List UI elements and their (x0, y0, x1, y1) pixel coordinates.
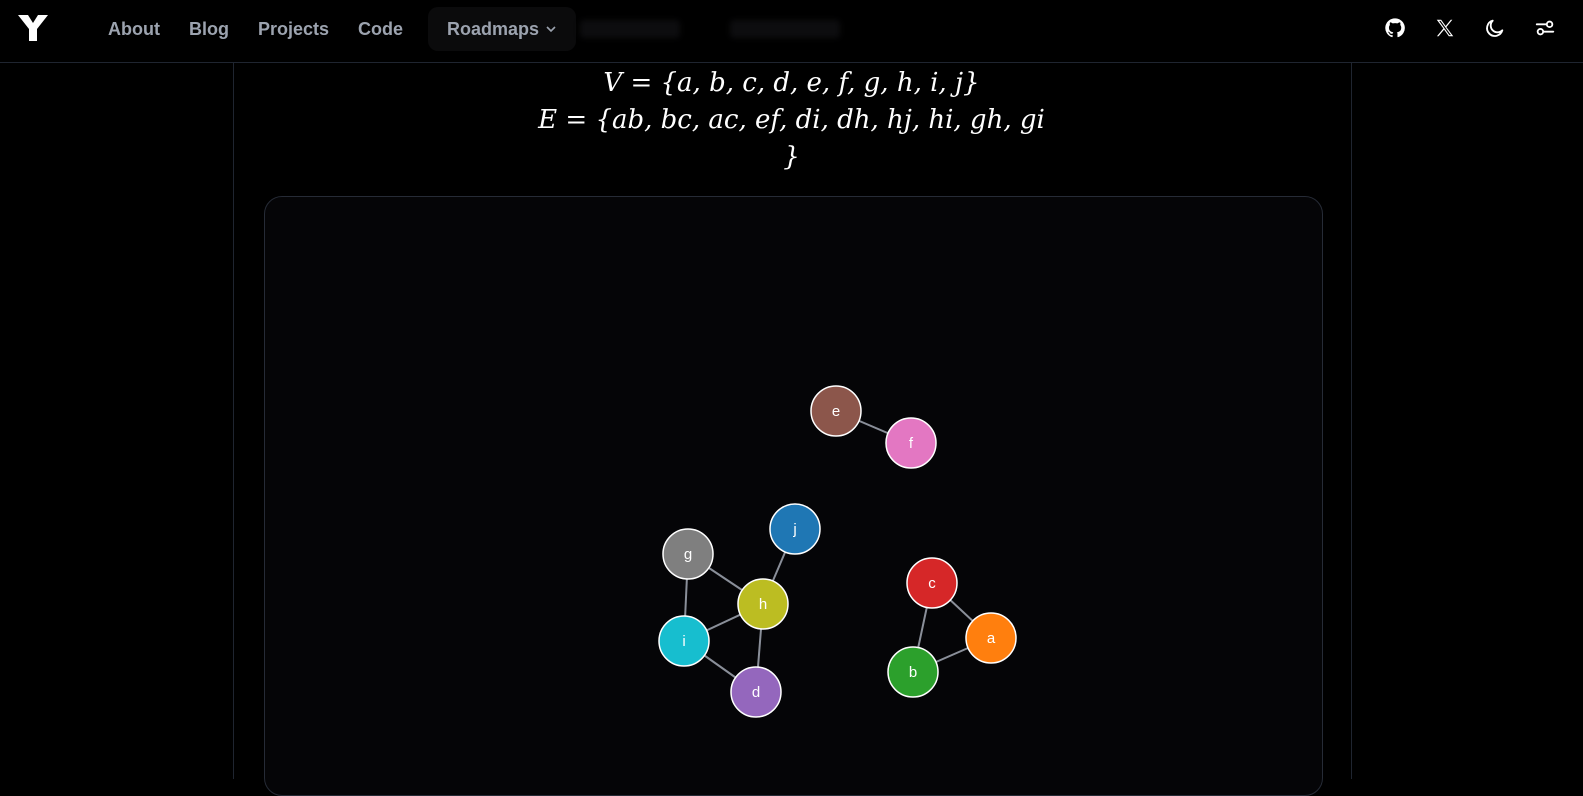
graph-node-j[interactable]: j (769, 503, 821, 555)
top-nav: About Blog Projects Code Roadmaps (0, 0, 1583, 63)
roadmaps-dropdown-button[interactable]: Roadmaps (428, 7, 576, 51)
vertex-set-formula: V = {a, b, c, d, e, f, g, h, i, j} (603, 68, 980, 98)
graph-node-circle[interactable] (769, 503, 821, 555)
graph-node-circle[interactable] (885, 417, 937, 469)
graph-node-label: f (909, 435, 914, 452)
graph-node-circle[interactable] (658, 615, 710, 667)
graph-node-d[interactable]: d (730, 666, 782, 718)
graph-node-e[interactable]: e (810, 385, 862, 437)
graph-node-g[interactable]: g (662, 528, 714, 580)
graph-node-circle[interactable] (906, 557, 958, 609)
graph-node-circle[interactable] (730, 666, 782, 718)
edge-set-closing-brace: } (783, 142, 800, 172)
graph-node-label: b (909, 664, 917, 681)
nav-link-about[interactable]: About (108, 18, 160, 39)
blurred-nav-item (730, 20, 840, 38)
settings-sliders-icon[interactable] (1533, 14, 1557, 42)
graph-canvas-card[interactable] (264, 196, 1323, 796)
logo-icon[interactable] (18, 15, 48, 41)
nav-link-code[interactable]: Code (358, 18, 404, 39)
content-right-border (1351, 63, 1352, 779)
graph-node-label: j (792, 521, 796, 538)
graph-node-label: i (682, 633, 685, 650)
nav-icon-group (1383, 14, 1557, 42)
graph-node-f[interactable]: f (885, 417, 937, 469)
github-icon[interactable] (1383, 14, 1407, 42)
nav-link-projects[interactable]: Projects (257, 18, 330, 39)
graph-node-b[interactable]: b (887, 646, 939, 698)
graph-node-label: e (832, 403, 840, 420)
graph-visualization: e f j g h i d c a b (658, 385, 1017, 718)
graph-node-label: c (928, 575, 936, 592)
chevron-down-icon (546, 26, 556, 33)
graph-node-a[interactable]: a (965, 612, 1017, 664)
graph-node-label: h (759, 596, 767, 613)
graph-node-circle[interactable] (965, 612, 1017, 664)
content-left-border (233, 63, 234, 779)
graph-node-label: a (987, 630, 996, 647)
graph-node-i[interactable]: i (658, 615, 710, 667)
roadmaps-label: Roadmaps (446, 18, 540, 39)
x-icon[interactable] (1433, 14, 1457, 42)
graph-node-h[interactable]: h (737, 578, 789, 630)
nav-link-blog[interactable]: Blog (188, 18, 229, 39)
graph-node-c[interactable]: c (906, 557, 958, 609)
graph-node-circle[interactable] (887, 646, 939, 698)
graph-node-circle[interactable] (662, 528, 714, 580)
edge-set-formula: E = {ab, bc, ac, ef, di, dh, hj, hi, gh,… (538, 105, 1045, 135)
graph-node-circle[interactable] (737, 578, 789, 630)
moon-icon[interactable] (1483, 14, 1507, 42)
graph-node-circle[interactable] (810, 385, 862, 437)
graph-node-label: d (752, 684, 760, 701)
blurred-nav-item (580, 20, 680, 38)
nav-links: About Blog Projects Code (108, 0, 432, 58)
graph-node-label: g (684, 546, 692, 563)
